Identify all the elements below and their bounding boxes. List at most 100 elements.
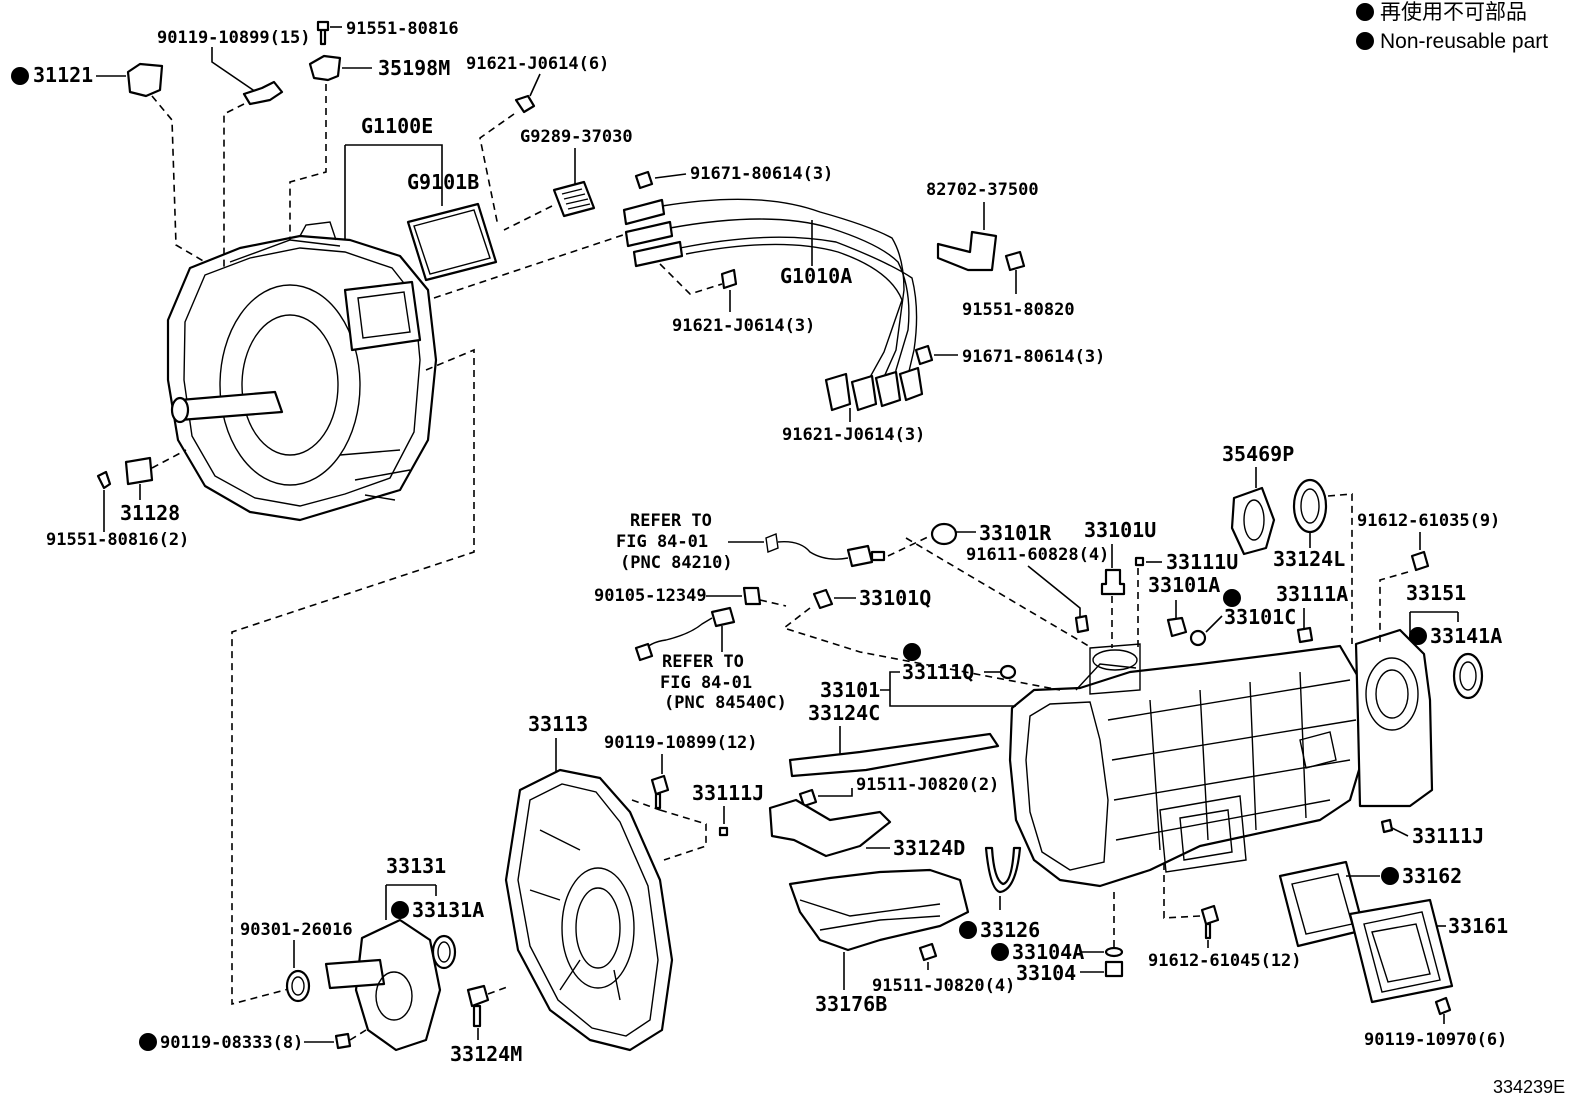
33124C-plate-drawing — [788, 732, 1000, 778]
bolt-drawing — [1074, 614, 1090, 634]
35198M-part-drawing — [308, 54, 342, 82]
speed-sensor-2-drawing — [634, 606, 736, 662]
33111U-part-drawing — [1134, 556, 1145, 567]
refer-note-1-line1: REFER TO — [630, 511, 712, 531]
part-label-90105-12349: 90105-12349 — [594, 586, 707, 606]
33126-ring-drawing — [984, 846, 1022, 894]
legend-ja: 再使用不可部品 — [1380, 1, 1527, 24]
part-label-33101A: 33101A — [1148, 573, 1220, 597]
refer-note-2-line1: REFER TO — [662, 652, 744, 672]
33111Q-gasket-drawing — [999, 664, 1017, 680]
refer-note-1-line3: (PNC 84210) — [620, 553, 733, 573]
part-label-33151: 33151 — [1406, 581, 1466, 605]
bolt-drawing — [720, 268, 738, 290]
33101R-plug-drawing — [930, 522, 958, 546]
33104-plug-drawing — [1104, 960, 1124, 978]
non-reusable-marker-icon — [1356, 3, 1374, 21]
non-reusable-marker-icon — [903, 643, 921, 661]
part-label-31121: 31121 — [33, 63, 93, 87]
speed-sensor-drawing — [846, 544, 886, 568]
refer-note-2-line3: (PNC 84540C) — [664, 693, 787, 713]
part-label-33131A: 33131A — [412, 898, 484, 922]
part-label-91611-60828-4: 91611-60828(4) — [966, 545, 1109, 565]
figure-code: 334239E — [1493, 1077, 1565, 1097]
part-label-90119-10899-12: 90119-10899(12) — [604, 733, 758, 753]
part-label-G9289-37030: G9289-37030 — [520, 127, 633, 147]
part-label-33101U: 33101U — [1084, 518, 1156, 542]
part-label-33104: 33104 — [1016, 961, 1076, 985]
part-label-91551-80816: 91551-80816 — [346, 19, 459, 39]
part-label-91551-80820: 91551-80820 — [962, 300, 1075, 320]
part-label-90119-10970-6: 90119-10970(6) — [1364, 1030, 1507, 1050]
part-label-33162: 33162 — [1402, 864, 1462, 888]
transmission-case-drawing — [1008, 643, 1364, 888]
part-label-33111J-a: 33111J — [692, 781, 764, 805]
part-label-91621-J0614-3-a: 91621-J0614(3) — [672, 316, 815, 336]
part-label-91511-J0820-2: 91511-J0820(2) — [856, 775, 999, 795]
33104A-gasket-drawing — [1104, 946, 1124, 958]
wire-harness-drawing — [622, 170, 924, 412]
G9101B-plate-drawing — [406, 202, 498, 282]
bolt-drawing — [514, 94, 536, 114]
part-label-G9101B: G9101B — [407, 170, 479, 194]
part-label-33176B: 33176B — [815, 992, 887, 1016]
part-label-33126: 33126 — [980, 918, 1040, 942]
part-label-33113: 33113 — [528, 712, 588, 736]
part-label-35469P: 35469P — [1222, 442, 1294, 466]
bolt-drawing — [96, 470, 112, 490]
31128-part-drawing — [124, 456, 154, 486]
33101U-breather-drawing — [1100, 568, 1126, 596]
bolt-drawing — [798, 788, 818, 808]
part-label-33141A: 33141A — [1430, 624, 1502, 648]
part-label-33101: 33101 — [820, 678, 880, 702]
90301-oring-drawing — [285, 969, 311, 1003]
transfer-adapter-housing-drawing — [166, 221, 438, 522]
part-label-33111Q: 33111Q — [902, 660, 974, 684]
part-label-91612-61045-12: 91612-61045(12) — [1148, 951, 1302, 971]
33101C-gasket-drawing — [1189, 629, 1207, 647]
refer-note-1-line2: FIG 84-01 — [616, 532, 708, 552]
non-reusable-marker-icon — [1409, 627, 1427, 645]
33176B-cover-drawing — [788, 868, 970, 952]
part-label-33161: 33161 — [1448, 914, 1508, 938]
part-label-33111J-b: 33111J — [1412, 824, 1484, 848]
non-reusable-marker-icon — [139, 1033, 157, 1051]
non-reusable-marker-icon — [991, 943, 1009, 961]
part-label-91671-80614-3-b: 91671-80614(3) — [962, 347, 1105, 367]
33131-retainer-drawing — [354, 918, 442, 1052]
part-label-33124M: 33124M — [450, 1042, 522, 1066]
part-label-33101C: 33101C — [1224, 605, 1296, 629]
bolt-drawing — [1200, 904, 1220, 940]
non-reusable-marker-icon — [1223, 589, 1241, 607]
G9289-label-drawing — [552, 180, 596, 218]
bolt-drawing — [918, 942, 938, 962]
part-label-33111U: 33111U — [1166, 550, 1238, 574]
part-label-G1100E: G1100E — [361, 114, 433, 138]
bolt-drawing — [914, 344, 934, 366]
33111J-part-drawing — [1380, 818, 1394, 834]
33101Q-plug-drawing — [812, 588, 834, 610]
33124L-seal-drawing — [1292, 478, 1328, 534]
part-label-G1010A: G1010A — [780, 264, 852, 288]
part-label-33131: 33131 — [386, 854, 446, 878]
33131A-seal-drawing — [431, 934, 457, 970]
part-label-33124D: 33124D — [893, 836, 965, 860]
part-label-91621-J0614-3-b: 91621-J0614(3) — [782, 425, 925, 445]
33141A-seal-drawing — [1452, 652, 1484, 700]
82702-bracket-drawing — [936, 230, 998, 272]
part-label-33111A: 33111A — [1276, 582, 1348, 606]
33161-cover-drawing — [1348, 898, 1454, 1004]
part-label-35198M: 35198M — [378, 56, 450, 80]
33101A-plug-drawing — [1166, 616, 1188, 638]
non-reusable-marker-icon — [1356, 32, 1374, 50]
part-label-90119-10899-15: 90119-10899(15) — [157, 28, 311, 48]
bolt-drawing — [242, 80, 284, 106]
part-label-90119-08333-8: 90119-08333(8) — [160, 1033, 303, 1053]
part-label-82702-37500: 82702-37500 — [926, 180, 1039, 200]
33124M-part-drawing — [466, 984, 490, 1028]
bolt-drawing — [1004, 250, 1026, 272]
part-label-91511-J0820-4: 91511-J0820(4) — [872, 976, 1015, 996]
part-label-33104A: 33104A — [1012, 940, 1084, 964]
bolt-drawing — [316, 20, 330, 46]
